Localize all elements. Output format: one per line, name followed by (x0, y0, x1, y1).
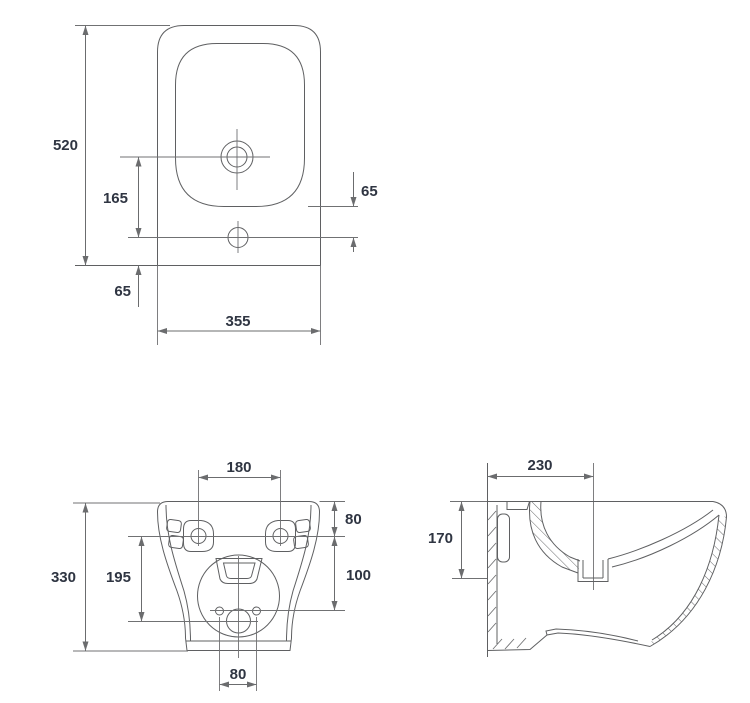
top-view: 520 165 65 65 355 (53, 25, 378, 345)
dim-label-165: 165 (103, 190, 128, 207)
bowl-surface-lower (611, 514, 720, 568)
side-bosses (166, 518, 311, 550)
dim-label-230: 230 (527, 457, 552, 474)
bowl-surface-upper (607, 509, 714, 560)
side-fixing-boss (497, 513, 510, 563)
wall-hatch (487, 510, 527, 650)
dim-label-180: 180 (226, 459, 251, 476)
top-fixing-hole (128, 221, 358, 253)
bowl-section-hatch (529, 501, 580, 573)
mount-pad-left-outline (183, 520, 214, 552)
rear-inner-left (165, 504, 191, 642)
side-underside-inner (545, 628, 639, 642)
spreader-outer (215, 558, 263, 584)
bowl-section-inner (540, 501, 581, 562)
side-underside (487, 632, 651, 651)
rear-inner-right (286, 504, 312, 642)
supply-hole-left (215, 606, 224, 616)
supply-hole-right (252, 606, 261, 616)
mount-pad-right-outline (265, 520, 296, 552)
rear-view: 330 195 180 80 100 80 (51, 459, 371, 691)
dim-label-80-right: 80 (345, 511, 362, 528)
dim-label-195: 195 (106, 569, 131, 586)
boss-right-top (295, 518, 311, 534)
top-view-body-outline (157, 25, 321, 266)
drain-box-outline (577, 559, 609, 582)
dim-label-100: 100 (346, 567, 371, 584)
spreader-inner (222, 562, 256, 579)
rear-body-outline (156, 501, 321, 651)
side-drain-box (577, 559, 609, 582)
right-rim-hatch (650, 515, 727, 647)
dim-label-520: 520 (53, 137, 78, 154)
dim-label-170: 170 (428, 530, 453, 547)
dim-label-65-back: 65 (114, 283, 131, 300)
bowl-section-outer (528, 501, 579, 574)
boss-left-bottom (168, 534, 184, 550)
top-view-bowl-outline (175, 43, 305, 207)
dim-label-355: 355 (225, 313, 250, 330)
side-view: 230 170 (428, 457, 728, 657)
boss-left-top (166, 518, 182, 534)
faucet-hole (120, 129, 270, 190)
dim-label-330: 330 (51, 569, 76, 586)
side-outer-right (649, 501, 728, 647)
right-rim-inner (651, 514, 720, 641)
dim-label-65-right: 65 (361, 183, 378, 200)
dim-label-80-bottom: 80 (230, 666, 247, 683)
side-rim-notch (506, 501, 530, 510)
